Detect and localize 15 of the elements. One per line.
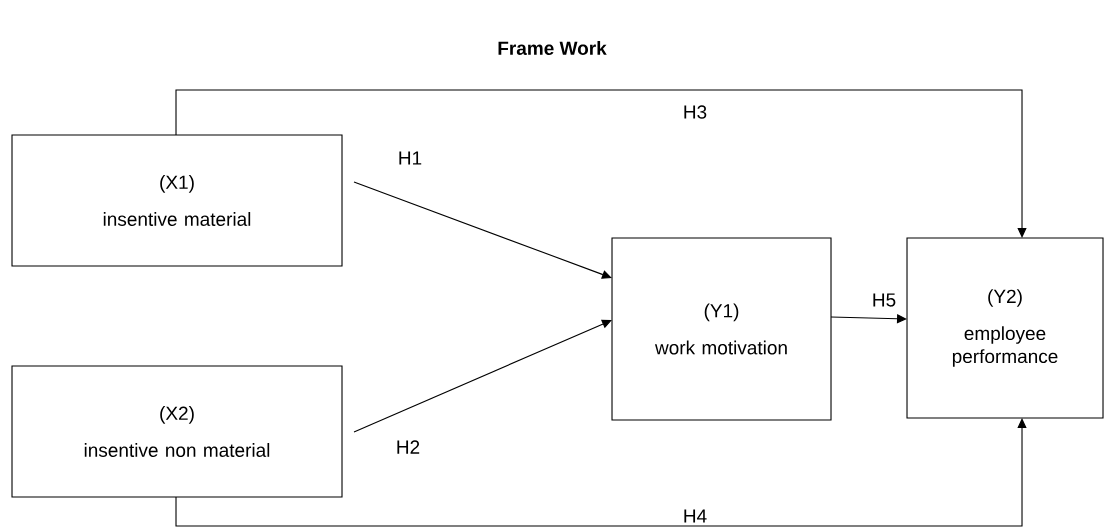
arrow (175, 418, 1027, 527)
edge-label: H2 (394, 439, 422, 455)
variable-box: (X2) insentive non material (11, 365, 343, 498)
arrow (353, 181, 612, 279)
arrow (175, 89, 1027, 238)
edge-label: H1 (396, 150, 424, 166)
arrow (830, 314, 907, 324)
variable-box: (Y1) work motivation (611, 237, 832, 421)
title: Frame Work (498, 41, 607, 55)
edge-label: H3 (681, 104, 709, 120)
edge-label: H4 (681, 508, 709, 524)
variable-box: (Y2) employee performance (906, 237, 1104, 419)
edge-label: H5 (870, 292, 898, 308)
variable-box: (X1) insentive material (11, 134, 343, 267)
arrow (353, 319, 612, 433)
